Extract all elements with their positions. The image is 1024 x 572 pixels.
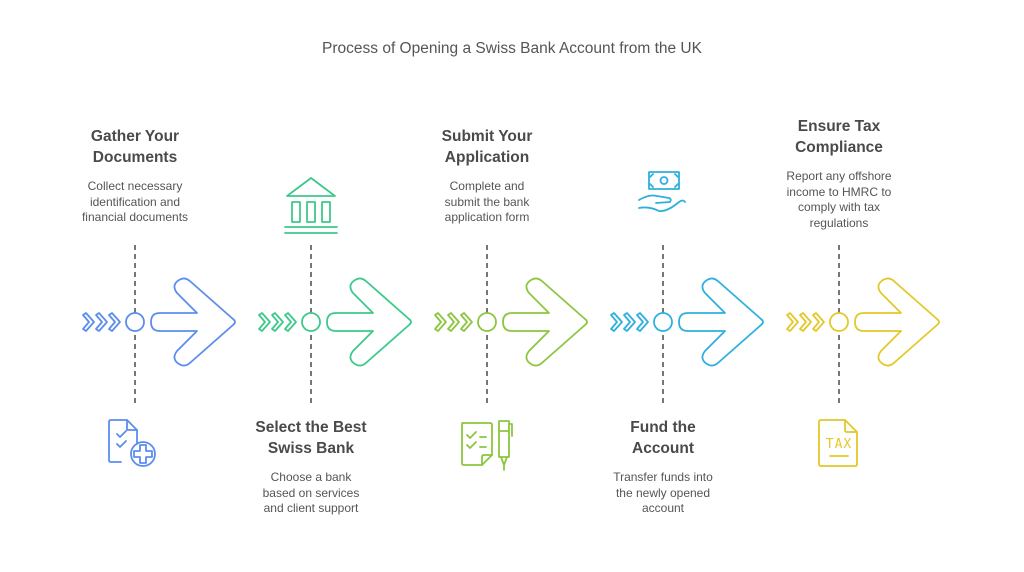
step-4 bbox=[610, 171, 764, 406]
step-description: Complete and bbox=[449, 179, 525, 193]
milestone-circle bbox=[477, 312, 497, 332]
step-3 bbox=[434, 245, 588, 471]
milestone-circle bbox=[125, 312, 145, 332]
step-arrow-icon bbox=[502, 277, 588, 367]
step-description: the newly opened bbox=[615, 485, 711, 500]
step-heading: Documents bbox=[92, 149, 178, 166]
step-heading: Compliance bbox=[795, 139, 883, 156]
step-heading: Gather Your bbox=[90, 128, 180, 145]
chevrons-icon bbox=[434, 312, 473, 332]
chevrons-icon bbox=[610, 312, 649, 332]
milestone-circle bbox=[653, 312, 673, 332]
step-description: application form bbox=[444, 210, 530, 224]
step-1 bbox=[82, 245, 236, 467]
step-description: Collect necessary bbox=[87, 179, 183, 193]
step-description: submit the bank bbox=[444, 194, 530, 209]
step-description: income to HMRC to bbox=[786, 184, 892, 199]
hand-money-icon bbox=[638, 171, 686, 212]
step-arrow-icon bbox=[326, 277, 412, 367]
step-description: Transfer funds into bbox=[613, 470, 713, 484]
bank-building-icon bbox=[284, 177, 338, 234]
chevrons-icon bbox=[258, 312, 297, 332]
step-heading: Fund the bbox=[630, 419, 696, 436]
step-description: and client support bbox=[263, 501, 359, 515]
chevrons-icon bbox=[82, 312, 121, 332]
step-description: Report any offshore bbox=[786, 169, 892, 183]
step-heading: Submit Your bbox=[441, 128, 533, 145]
step-heading: Select the Best bbox=[255, 419, 367, 436]
step-description: comply with tax bbox=[797, 200, 881, 214]
tax-label: TAX bbox=[826, 437, 852, 452]
form-and-pen-icon bbox=[461, 420, 513, 471]
step-description: financial documents bbox=[81, 210, 189, 224]
step-heading: Account bbox=[632, 440, 694, 457]
step-2 bbox=[258, 177, 412, 406]
step-description: identification and bbox=[89, 194, 181, 209]
checklist-document-plus-icon bbox=[108, 419, 156, 467]
step-arrow-icon bbox=[678, 277, 764, 367]
milestone-circle bbox=[829, 312, 849, 332]
step-arrow-icon bbox=[150, 277, 236, 367]
step-heading: Application bbox=[444, 149, 530, 166]
tax-document-icon: TAX bbox=[818, 419, 858, 467]
step-description: Choose a bank bbox=[270, 470, 352, 484]
step-heading: Ensure Tax bbox=[797, 118, 881, 135]
diagram-title: Process of Opening a Swiss Bank Account … bbox=[322, 40, 702, 57]
step-description: regulations bbox=[809, 215, 869, 230]
step-5: TAX bbox=[786, 245, 940, 467]
chevrons-icon bbox=[786, 312, 825, 332]
step-description: based on services bbox=[262, 485, 360, 500]
step-arrow-icon bbox=[854, 277, 940, 367]
milestone-circle bbox=[301, 312, 321, 332]
step-description: account bbox=[641, 501, 685, 515]
step-heading: Swiss Bank bbox=[267, 440, 355, 457]
